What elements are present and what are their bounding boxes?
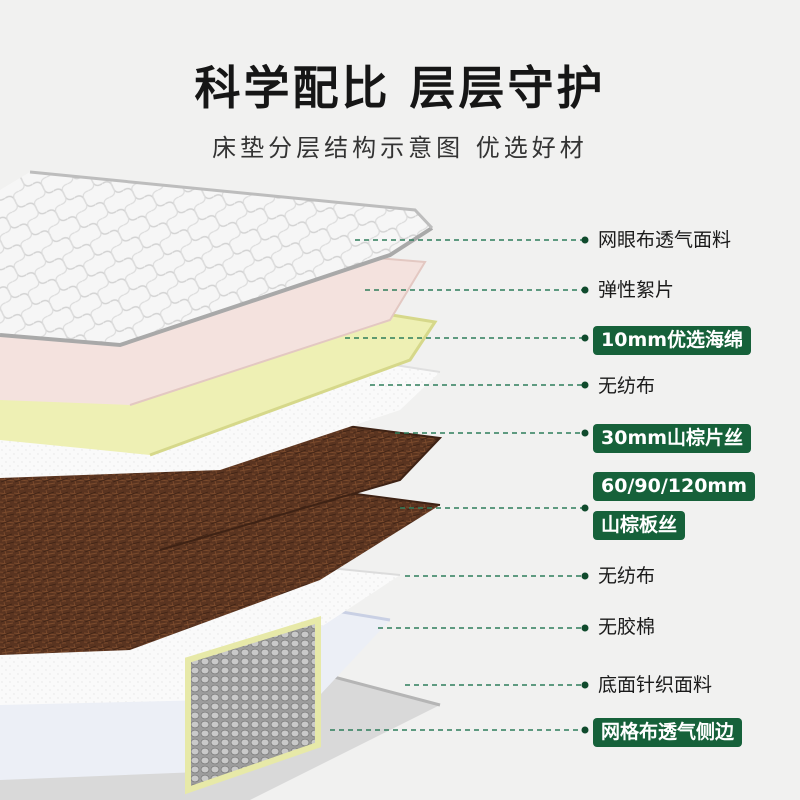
layer-label: 60/90/120mm <box>593 472 756 501</box>
layer-label: 山棕板丝 <box>593 511 686 540</box>
layer-mesh-top-fabric <box>0 170 434 348</box>
leader-dot <box>581 726 589 734</box>
leader-dot <box>581 334 589 342</box>
layer-label: 10mm优选海绵 <box>593 326 752 355</box>
leader-dot <box>581 504 589 512</box>
leader-dot <box>581 624 589 632</box>
leader-dot <box>581 429 589 437</box>
layer-label: 网格布透气侧边 <box>593 718 743 747</box>
layer-label: 弹性絮片 <box>598 279 675 301</box>
leader-lines <box>330 236 589 734</box>
page-subtitle: 床垫分层结构示意图 优选好材 <box>212 134 588 162</box>
layer-label: 底面针织面料 <box>598 674 713 696</box>
leader-dot <box>581 681 589 689</box>
leader-dot <box>581 381 589 389</box>
layer-label: 无纺布 <box>598 565 656 587</box>
layer-label: 30mm山棕片丝 <box>593 424 752 453</box>
layer-mesh-side-panel <box>185 615 321 795</box>
leader-dot <box>581 236 589 244</box>
leader-dot <box>581 286 589 294</box>
layer-label: 无胶棉 <box>598 616 656 638</box>
page-title: 科学配比 层层守护 <box>194 61 606 115</box>
layer-label: 无纺布 <box>598 375 656 397</box>
layer-label: 网眼布透气面料 <box>598 229 732 251</box>
leader-dot <box>581 572 589 580</box>
